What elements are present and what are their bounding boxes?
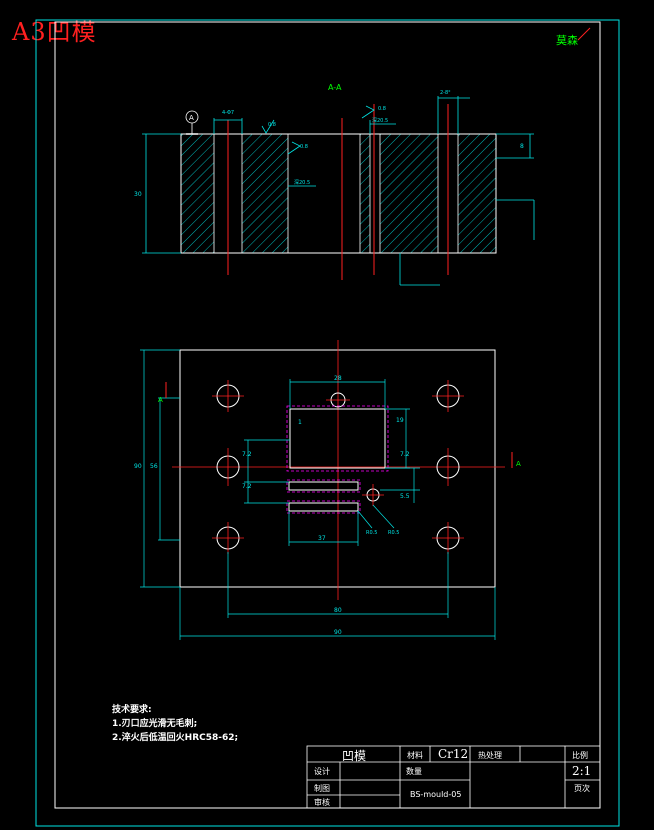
section-mark-left-label: A — [158, 396, 163, 404]
heat-treat-label: 热处理 — [478, 751, 502, 760]
dim-note: 深20.5 — [294, 179, 310, 186]
dim-inner-span: 80 — [334, 607, 342, 614]
quantity-label: 数量 — [406, 767, 422, 776]
tech-item-1: 1.刃口应光滑无毛刺; — [112, 719, 198, 729]
roughness-value: 0.8 — [378, 106, 386, 112]
dim-slot-height: 19 — [396, 417, 404, 424]
roughness-value: 0.8 — [300, 144, 308, 150]
section-hatch-5 — [457, 133, 497, 254]
ratio-value: 2:1 — [572, 764, 592, 778]
slot-opening — [288, 481, 359, 491]
hole-centerlines — [212, 380, 464, 554]
die-opening — [289, 408, 386, 469]
roughness-icon — [287, 141, 301, 155]
section-label: A-A — [328, 83, 342, 92]
outer-frame — [35, 19, 620, 827]
roughness-icon — [261, 119, 275, 134]
die-opening-clearance — [286, 405, 389, 472]
drawer-label: 制图 — [314, 784, 330, 793]
roughness-icon — [361, 105, 375, 119]
inner-frame — [54, 21, 601, 809]
sheet-title: A3凹模 — [12, 18, 97, 46]
part-name: 凹模 — [342, 749, 367, 763]
dim-radius-b: R0.5 — [388, 530, 399, 536]
designer-label: 设计 — [314, 767, 330, 776]
material-value: Cr12 — [438, 747, 469, 761]
roughness-value: 0.8 — [268, 122, 276, 128]
slot-clearance — [286, 500, 361, 514]
ratio-label: 比例 — [572, 751, 588, 760]
material-label: 材料 — [407, 751, 423, 760]
corner-mark: 莫森 — [556, 33, 578, 47]
dim-hole-pitch: 4-Φ7 — [222, 110, 234, 116]
dim-bottom-slot: 37 — [318, 535, 326, 542]
dim-outer-span: 90 — [334, 629, 342, 636]
dim-left-outer: 90 — [134, 463, 142, 470]
slot-opening — [288, 502, 359, 512]
section-hatch-4 — [379, 133, 439, 254]
slot-clearance — [286, 479, 361, 493]
section-hatch-2 — [241, 133, 289, 254]
dim-radius-a: R0.5 — [366, 530, 377, 536]
reviewer-label: 审核 — [314, 798, 330, 807]
dim-slot-width: 28 — [334, 375, 342, 382]
dim-left-inner: 56 — [150, 463, 158, 470]
dim-edge-clearance: 2-8° — [440, 90, 451, 96]
dim-small: 1 — [298, 419, 302, 426]
corner-check-icon — [577, 27, 591, 41]
tech-heading: 技术要求: — [112, 705, 152, 715]
plan-outline — [179, 349, 496, 588]
section-hatch-3 — [359, 133, 371, 254]
dim-offset-b: 7.2 — [242, 483, 252, 490]
dim-offset-a: 7.2 — [242, 451, 252, 458]
section-mark-right-label: A — [516, 460, 521, 468]
section-hatch-1 — [180, 133, 215, 254]
title-block — [306, 745, 601, 809]
dim-thickness: 8 — [520, 143, 524, 150]
tech-item-2: 2.淬火后低温回火HRC58-62; — [112, 733, 239, 743]
datum-a-label: A — [189, 114, 194, 122]
dim-offset-c: 7.2 — [400, 451, 410, 458]
dim-height: 30 — [134, 191, 142, 198]
page-label: 页次 — [574, 784, 590, 793]
drawing-number: BS-mould-05 — [410, 790, 462, 799]
dim-offset-d: 5.5 — [400, 493, 410, 500]
plan-dimensions — [140, 349, 496, 640]
dim-depth: 深20.5 — [372, 117, 388, 124]
